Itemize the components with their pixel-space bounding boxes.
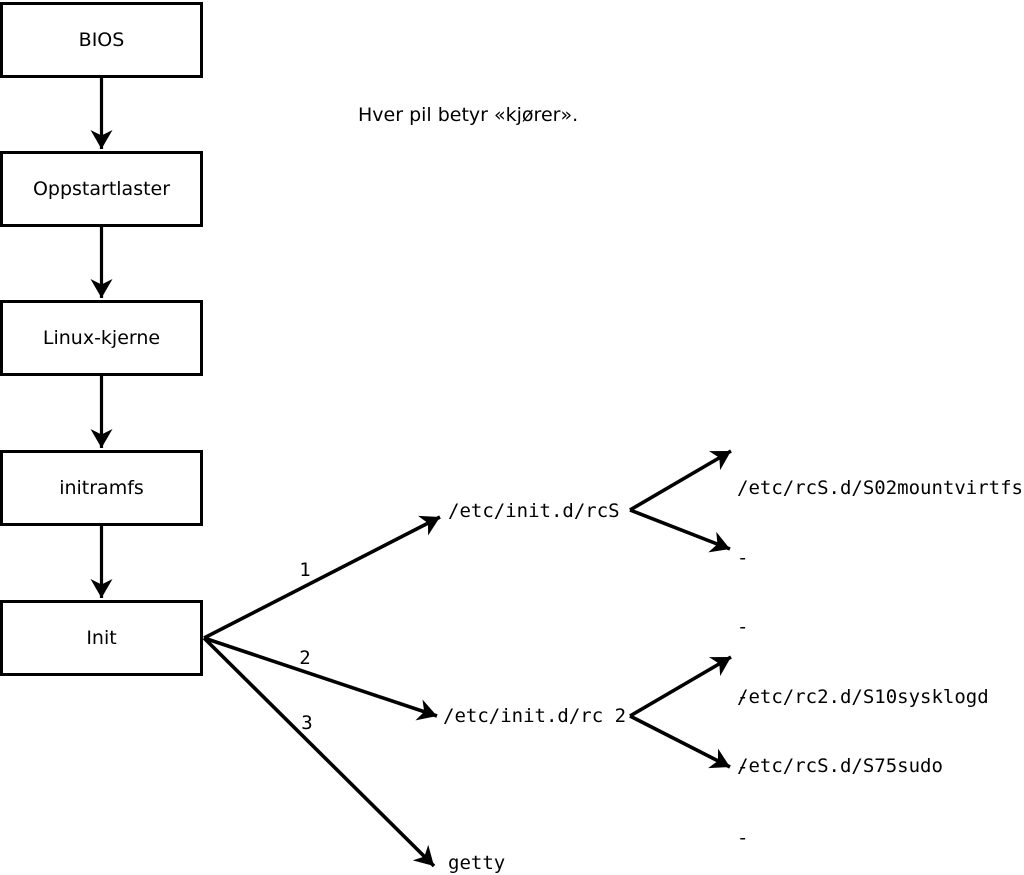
arrow-rcs-to-s02mountvirtfs: [629, 449, 732, 512]
arrow-init-to-rc2: [203, 636, 438, 721]
rcs-entry: -: [737, 616, 749, 638]
rc2-entry: -: [737, 756, 749, 779]
box-linux-kjerne: Linux-kjerne: [0, 300, 203, 376]
rcs-entry: /etc/rcS.d/S02mountvirtfs: [737, 477, 1023, 499]
box-linux-kjerne-label: Linux-kjerne: [42, 327, 161, 349]
script-rc2: /etc/init.d/rc 2: [443, 705, 627, 727]
arrow-init-to-rcs: [203, 515, 441, 640]
legend-note: Hver pil betyr «kjører».: [358, 104, 579, 126]
box-oppstartlaster: Oppstartlaster: [0, 151, 203, 227]
box-bios-label: BIOS: [78, 29, 125, 51]
box-bios: BIOS: [0, 2, 203, 78]
box-oppstartlaster-label: Oppstartlaster: [32, 178, 171, 200]
box-initramfs-label: initramfs: [59, 477, 144, 499]
arrow-rc2-to-s10sysklogd: [629, 655, 732, 718]
script-rcs: /etc/init.d/rcS: [448, 500, 620, 522]
box-init-label: Init: [86, 627, 117, 649]
script-getty: getty: [448, 852, 506, 874]
rc2-entry-list: /etc/rc2.d/S10sysklogd - - - /etc/rc2.d/…: [737, 640, 989, 875]
arrow-rcs-to-s75sudo: [629, 508, 731, 553]
rcs-entry-list: /etc/rcS.d/S02mountvirtfs - - - /etc/rcS…: [737, 432, 1023, 824]
rc2-entry: -: [737, 826, 749, 849]
arrow-init-to-getty: [202, 636, 436, 868]
rcs-entry: /etc/rcS.d/S75sudo: [737, 755, 943, 777]
branch-order-3: 3: [301, 712, 313, 734]
rc2-entry: /etc/rc2.d/S10sysklogd: [737, 686, 989, 708]
rcs-entry: -: [737, 685, 749, 708]
arrow-rc2-to-s99gdm: [629, 714, 731, 769]
branch-order-2: 2: [299, 647, 311, 669]
branch-order-1: 1: [299, 559, 311, 581]
rcs-entry: -: [737, 546, 749, 569]
box-initramfs: initramfs: [0, 450, 203, 526]
box-init: Init: [0, 600, 203, 676]
